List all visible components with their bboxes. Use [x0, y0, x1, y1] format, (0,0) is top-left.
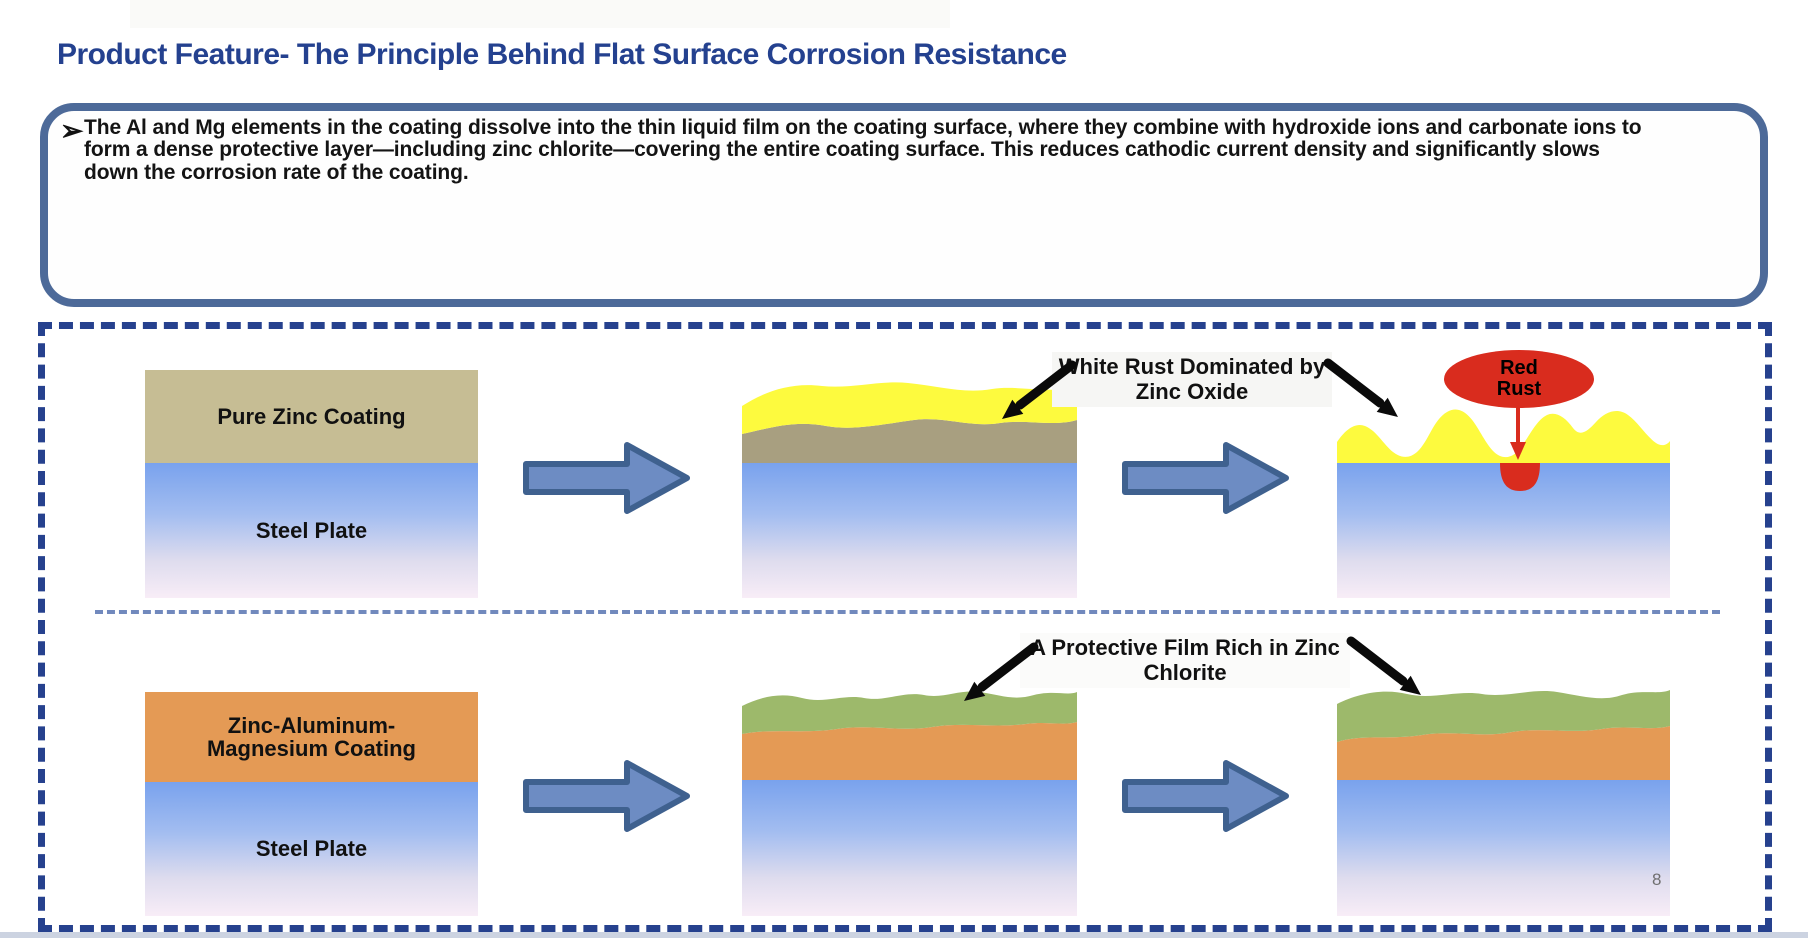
- zam-coating-label: Zinc-Aluminum-Magnesium Coating: [206, 712, 416, 761]
- row2-film-stack: [742, 691, 1077, 916]
- row2-protected-stack: [1337, 690, 1670, 916]
- residual-white-rust-layer: [1337, 409, 1670, 463]
- bottom-strip: [0, 932, 1808, 938]
- top-highlight-bar: [130, 0, 950, 28]
- zam-coating-layer: Zinc-Aluminum-Magnesium Coating: [145, 692, 478, 782]
- pointer-arrow-right-icon: [1323, 358, 1398, 417]
- steel-plate-label: Steel Plate: [255, 517, 368, 543]
- white-rust-layer: [742, 382, 1077, 434]
- red-rust-spot: [1500, 463, 1540, 491]
- row1-red-rust-stack: [1337, 409, 1670, 598]
- rust-arrow-icon: [1510, 404, 1526, 460]
- steel-plate-label: Steel Plate: [255, 836, 368, 862]
- flow-arrow-icon: [523, 760, 690, 832]
- row2-initial-stack: Zinc-Aluminum-Magnesium Coating Steel Pl…: [145, 692, 478, 916]
- pointer-arrow-right-icon: [1346, 636, 1421, 695]
- intro-text: The Al and Mg elements in the coating di…: [84, 116, 1642, 184]
- protective-film-layer: [742, 691, 1077, 734]
- row1-initial-stack: Pure Zinc Coating Steel Plate: [145, 370, 478, 598]
- pointer-arrow-left-icon: [964, 642, 1039, 701]
- red-rust-badge: Red Rust: [1444, 350, 1594, 408]
- steel-plate-layer: [1337, 780, 1670, 916]
- flow-arrow-icon: [523, 442, 690, 514]
- pure-zinc-label: Pure Zinc Coating: [217, 403, 406, 429]
- pure-zinc-layer: Pure Zinc Coating: [145, 370, 478, 463]
- steel-plate-layer: Steel Plate: [145, 782, 478, 916]
- zam-coating-layer: [742, 722, 1077, 780]
- row1-white-rust-stack: [742, 382, 1077, 598]
- white-rust-callout: White Rust Dominated by Zinc Oxide: [1052, 352, 1332, 408]
- diagram-panel: [38, 322, 1772, 932]
- zam-coating-layer: [1337, 726, 1670, 780]
- steel-plate-layer: [742, 780, 1077, 916]
- steel-plate-layer: Steel Plate: [145, 463, 478, 598]
- corroded-zinc-layer: [742, 419, 1077, 463]
- red-rust-label: Red Rust: [1496, 357, 1542, 400]
- flow-arrow-icon: [1122, 442, 1289, 514]
- row-divider: [95, 610, 1720, 614]
- protective-film-layer: [1337, 690, 1670, 742]
- page-title: Product Feature- The Principle Behind Fl…: [57, 38, 1067, 71]
- page-number: 8: [1652, 870, 1662, 889]
- flow-arrow-icon: [1122, 760, 1289, 832]
- steel-plate-layer: [1337, 463, 1670, 598]
- intro-box: [40, 103, 1768, 307]
- arrow-bullet-icon: ➢: [60, 115, 84, 146]
- protective-film-callout: A Protective Film Rich in Zinc Chlorite: [1020, 633, 1350, 689]
- pointer-arrow-left-icon: [1002, 360, 1077, 419]
- steel-plate-layer: [742, 463, 1077, 598]
